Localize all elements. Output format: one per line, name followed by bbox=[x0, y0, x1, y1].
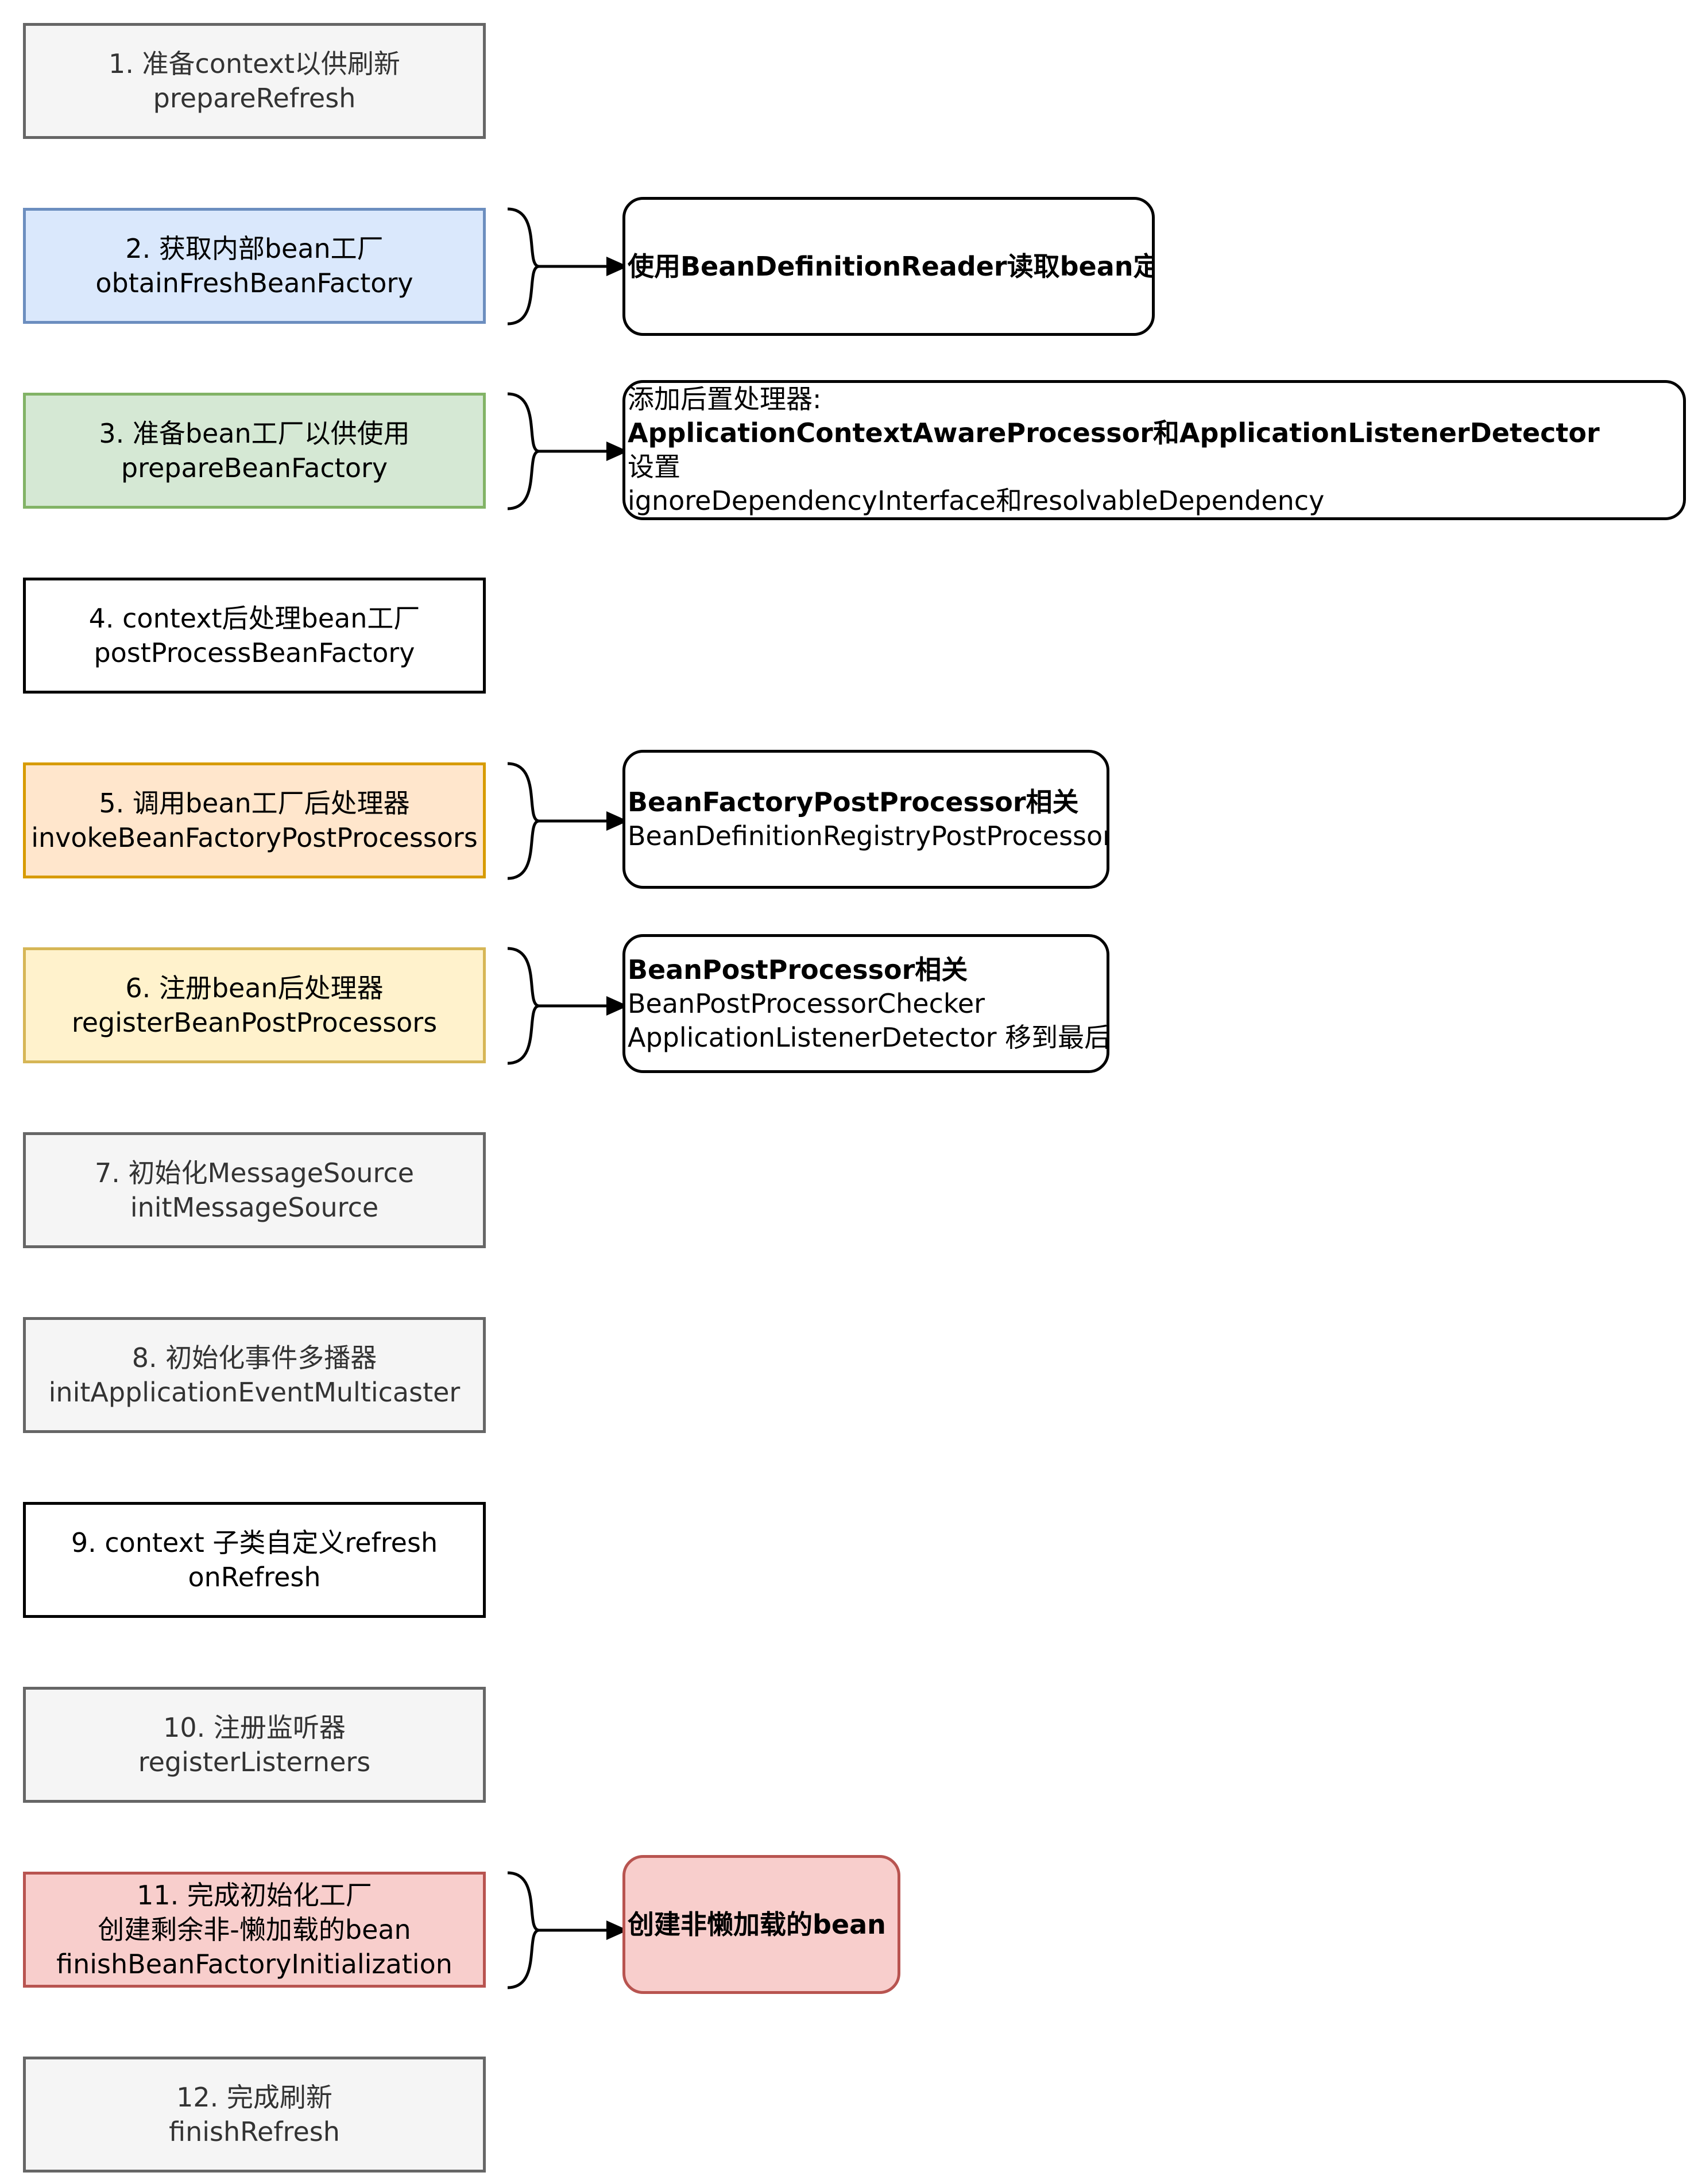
note-line: ApplicationContextAwareProcessor和Applica… bbox=[628, 417, 1600, 448]
step-title: 4. context后处理bean工厂 bbox=[88, 603, 420, 634]
step-init-message-source: 7. 初始化MessageSource initMessageSource bbox=[23, 1132, 486, 1248]
step-title: 11. 完成初始化工厂 bbox=[137, 1880, 372, 1911]
step-invoke-bean-factory-post-processors: 5. 调用bean工厂后处理器 invokeBeanFactoryPostPro… bbox=[23, 762, 486, 878]
step-init-application-event-multicaster: 8. 初始化事件多播器 initApplicationEventMulticas… bbox=[23, 1317, 486, 1433]
arrow-head bbox=[606, 996, 628, 1016]
note-line: 创建非懒加载的bean bbox=[628, 1908, 886, 1940]
step-method: finishBeanFactoryInitialization bbox=[56, 1949, 452, 1980]
note-bean-post-processor: BeanPostProcessor相关 BeanPostProcessorChe… bbox=[622, 934, 1109, 1073]
step-obtain-fresh-bean-factory: 2. 获取内部bean工厂 obtainFreshBeanFactory bbox=[23, 208, 486, 324]
curly-brace bbox=[507, 392, 540, 510]
step-method: initMessageSource bbox=[130, 1192, 379, 1223]
step-finish-refresh: 12. 完成刷新 finishRefresh bbox=[23, 2057, 486, 2173]
step-method: prepareBeanFactory bbox=[121, 452, 388, 483]
note-add-post-processors: 添加后置处理器: ApplicationContextAwareProcesso… bbox=[622, 380, 1686, 520]
brace-arrow-connector bbox=[507, 392, 628, 510]
step-title: 10. 注册监听器 bbox=[163, 1712, 346, 1743]
step-title: 2. 获取内部bean工厂 bbox=[125, 233, 384, 264]
brace-arrow-connector bbox=[507, 762, 628, 880]
curly-brace bbox=[507, 1871, 540, 1989]
arrow-head bbox=[606, 257, 628, 276]
step-post-process-bean-factory: 4. context后处理bean工厂 postProcessBeanFacto… bbox=[23, 578, 486, 694]
note-line: 添加后置处理器: bbox=[628, 384, 822, 415]
arrow-head bbox=[606, 442, 628, 461]
curly-brace bbox=[507, 947, 540, 1065]
step-title: 3. 准备bean工厂以供使用 bbox=[99, 418, 410, 449]
step-method: obtainFreshBeanFactory bbox=[95, 268, 413, 299]
step-method: finishRefresh bbox=[169, 2116, 340, 2147]
step-prepare-refresh: 1. 准备context以供刷新 prepareRefresh bbox=[23, 23, 486, 139]
step-method: registerListerners bbox=[138, 1747, 371, 1778]
brace-arrow-connector bbox=[507, 207, 628, 326]
step-register-listeners: 10. 注册监听器 registerListerners bbox=[23, 1687, 486, 1803]
step-title: 8. 初始化事件多播器 bbox=[131, 1342, 377, 1373]
note-line: 设置 bbox=[628, 451, 680, 482]
note-line: BeanPostProcessor相关 bbox=[628, 954, 968, 985]
step-method: prepareRefresh bbox=[153, 83, 356, 114]
step-title: 6. 注册bean后处理器 bbox=[125, 973, 384, 1004]
curly-brace bbox=[507, 762, 540, 880]
brace-arrow-connector bbox=[507, 947, 628, 1065]
step-method: registerBeanPostProcessors bbox=[71, 1007, 438, 1038]
step-title: 7. 初始化MessageSource bbox=[94, 1157, 415, 1188]
note-bean-factory-post-processor: BeanFactoryPostProcessor相关 BeanDefinitio… bbox=[622, 750, 1109, 889]
step-method: postProcessBeanFactory bbox=[94, 637, 415, 668]
step-method: invokeBeanFactoryPostProcessors bbox=[31, 822, 478, 853]
step-finish-bean-factory-initialization: 11. 完成初始化工厂 创建剩余非-懒加载的bean finishBeanFac… bbox=[23, 1872, 486, 1988]
step-prepare-bean-factory: 3. 准备bean工厂以供使用 prepareBeanFactory bbox=[23, 393, 486, 509]
note-line: ignoreDependencyInterface和resolvableDepe… bbox=[628, 485, 1325, 516]
step-title: 1. 准备context以供刷新 bbox=[109, 48, 400, 79]
note-line: BeanFactoryPostProcessor相关 bbox=[628, 787, 1079, 818]
note-bean-definition-reader: 使用BeanDefinitionReader读取bean定义 bbox=[622, 197, 1155, 336]
step-title: 5. 调用bean工厂后处理器 bbox=[99, 788, 410, 819]
arrow-head bbox=[606, 1920, 628, 1940]
step-subtitle: 创建剩余非-懒加载的bean bbox=[98, 1914, 411, 1945]
step-title: 12. 完成刷新 bbox=[176, 2082, 332, 2113]
step-register-bean-post-processors: 6. 注册bean后处理器 registerBeanPostProcessors bbox=[23, 947, 486, 1063]
note-line: 使用BeanDefinitionReader读取bean定义 bbox=[628, 250, 1155, 282]
note-line: ApplicationListenerDetector 移到最后 bbox=[628, 1021, 1109, 1053]
note-line: BeanDefinitionRegistryPostProcessor bbox=[628, 820, 1109, 851]
note-create-non-lazy-beans: 创建非懒加载的bean bbox=[622, 1855, 900, 1994]
note-line: BeanPostProcessorChecker bbox=[628, 988, 985, 1019]
brace-arrow-connector bbox=[507, 1871, 628, 1989]
curly-brace bbox=[507, 207, 540, 326]
arrow-head bbox=[606, 811, 628, 831]
step-on-refresh: 9. context 子类自定义refresh onRefresh bbox=[23, 1502, 486, 1618]
step-method: onRefresh bbox=[188, 1562, 321, 1593]
step-title: 9. context 子类自定义refresh bbox=[71, 1527, 438, 1558]
step-method: initApplicationEventMulticaster bbox=[48, 1377, 461, 1408]
